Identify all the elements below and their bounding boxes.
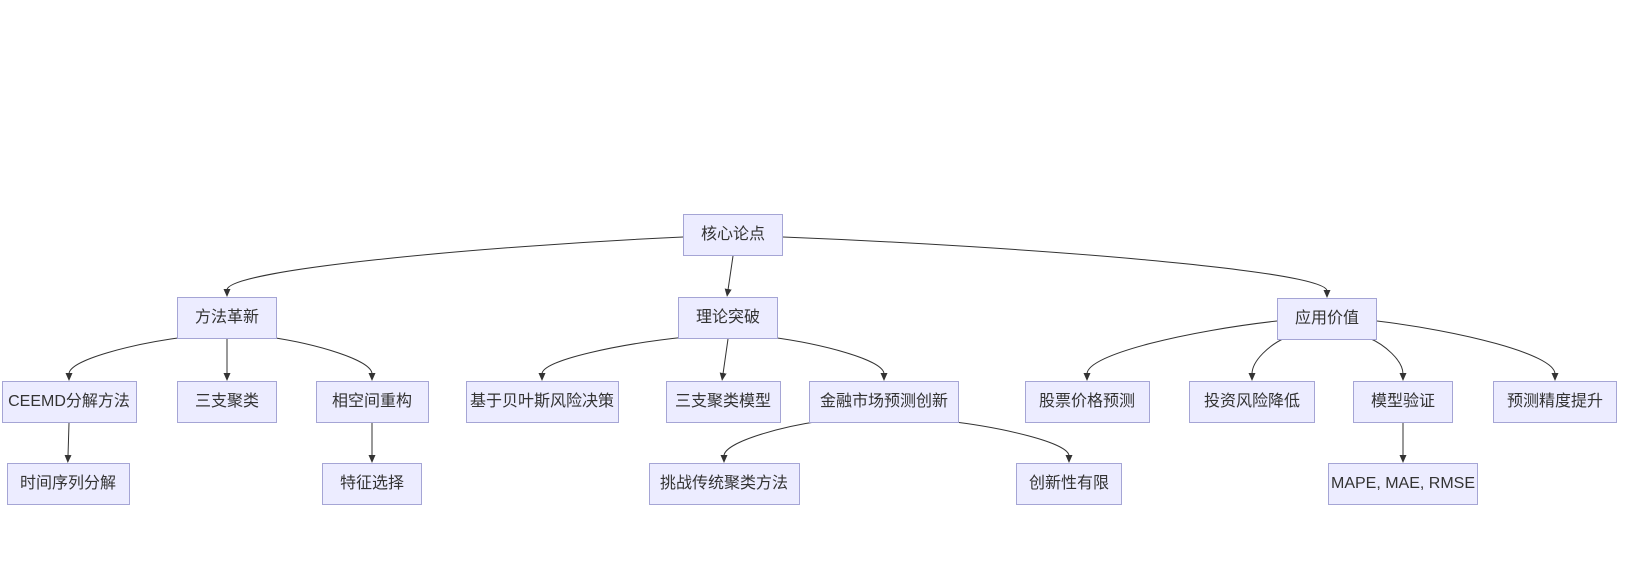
node-model-validation: 模型验证	[1353, 381, 1453, 423]
edge-application-to-invest-risk	[1248, 337, 1286, 381]
node-fin-innovation: 金融市场预测创新	[809, 381, 959, 423]
node-core: 核心论点	[683, 214, 783, 256]
node-label: 三支聚类模型	[674, 393, 771, 410]
edge-application-to-stock	[1083, 320, 1278, 381]
edge-method-to-ceemd	[65, 336, 186, 381]
node-label: 基于贝叶斯风险决策	[469, 393, 614, 410]
edge-ceemd-to-time-series	[64, 422, 72, 463]
edge-fin-innovation-to-limited	[946, 420, 1073, 463]
node-three-way-model: 三支聚类模型	[665, 381, 781, 423]
node-label: 应用价值	[1294, 310, 1359, 327]
edge-application-to-model-validation	[1368, 337, 1407, 381]
node-label: 特征选择	[339, 475, 404, 492]
node-label: 核心论点	[700, 226, 765, 243]
edge-method-to-phase-space	[268, 336, 376, 381]
node-precision: 预测精度提升	[1493, 381, 1617, 423]
node-limited: 创新性有限	[1016, 463, 1122, 505]
node-bayes: 基于贝叶斯风险决策	[465, 381, 619, 423]
edge-application-to-precision	[1376, 320, 1559, 381]
node-theory: 理论突破	[678, 297, 778, 339]
node-label: 预测精度提升	[1506, 393, 1603, 410]
node-label: 三支聚类	[194, 393, 259, 410]
node-label: MAPE, MAE, RMSE	[1330, 475, 1476, 492]
node-label: 相空间重构	[331, 393, 412, 410]
node-time-series: 时间序列分解	[6, 463, 130, 505]
edge-theory-to-bayes	[538, 336, 687, 381]
node-label: 时间序列分解	[19, 475, 116, 492]
node-label: 模型验证	[1370, 393, 1435, 410]
node-phase-space: 相空间重构	[315, 381, 429, 423]
node-label: CEEMD分解方法	[8, 393, 130, 410]
node-feature: 特征选择	[322, 463, 422, 505]
edge-fin-innovation-to-challenge	[720, 420, 822, 463]
node-application: 应用价值	[1277, 298, 1377, 340]
node-label: 金融市场预测创新	[819, 393, 948, 410]
node-label: 理论突破	[695, 309, 760, 326]
node-method: 方法革新	[177, 297, 277, 339]
node-invest-risk: 投资风险降低	[1189, 381, 1315, 423]
node-label: 投资风险降低	[1203, 393, 1300, 410]
edge-core-to-method	[223, 236, 684, 297]
edge-theory-to-three-way-model	[719, 338, 729, 381]
node-label: 股票价格预测	[1038, 393, 1135, 410]
node-metrics: MAPE, MAE, RMSE	[1328, 463, 1478, 505]
node-ceemd: CEEMD分解方法	[1, 381, 137, 423]
node-three-way: 三支聚类	[177, 381, 277, 423]
node-label: 创新性有限	[1028, 475, 1109, 492]
edge-core-to-application	[782, 236, 1331, 298]
node-challenge: 挑战传统聚类方法	[648, 463, 800, 505]
node-label: 挑战传统聚类方法	[659, 475, 788, 492]
node-stock: 股票价格预测	[1024, 381, 1150, 423]
edge-core-to-theory	[724, 255, 734, 297]
node-label: 方法革新	[194, 309, 259, 326]
edge-theory-to-fin-innovation	[769, 336, 888, 381]
